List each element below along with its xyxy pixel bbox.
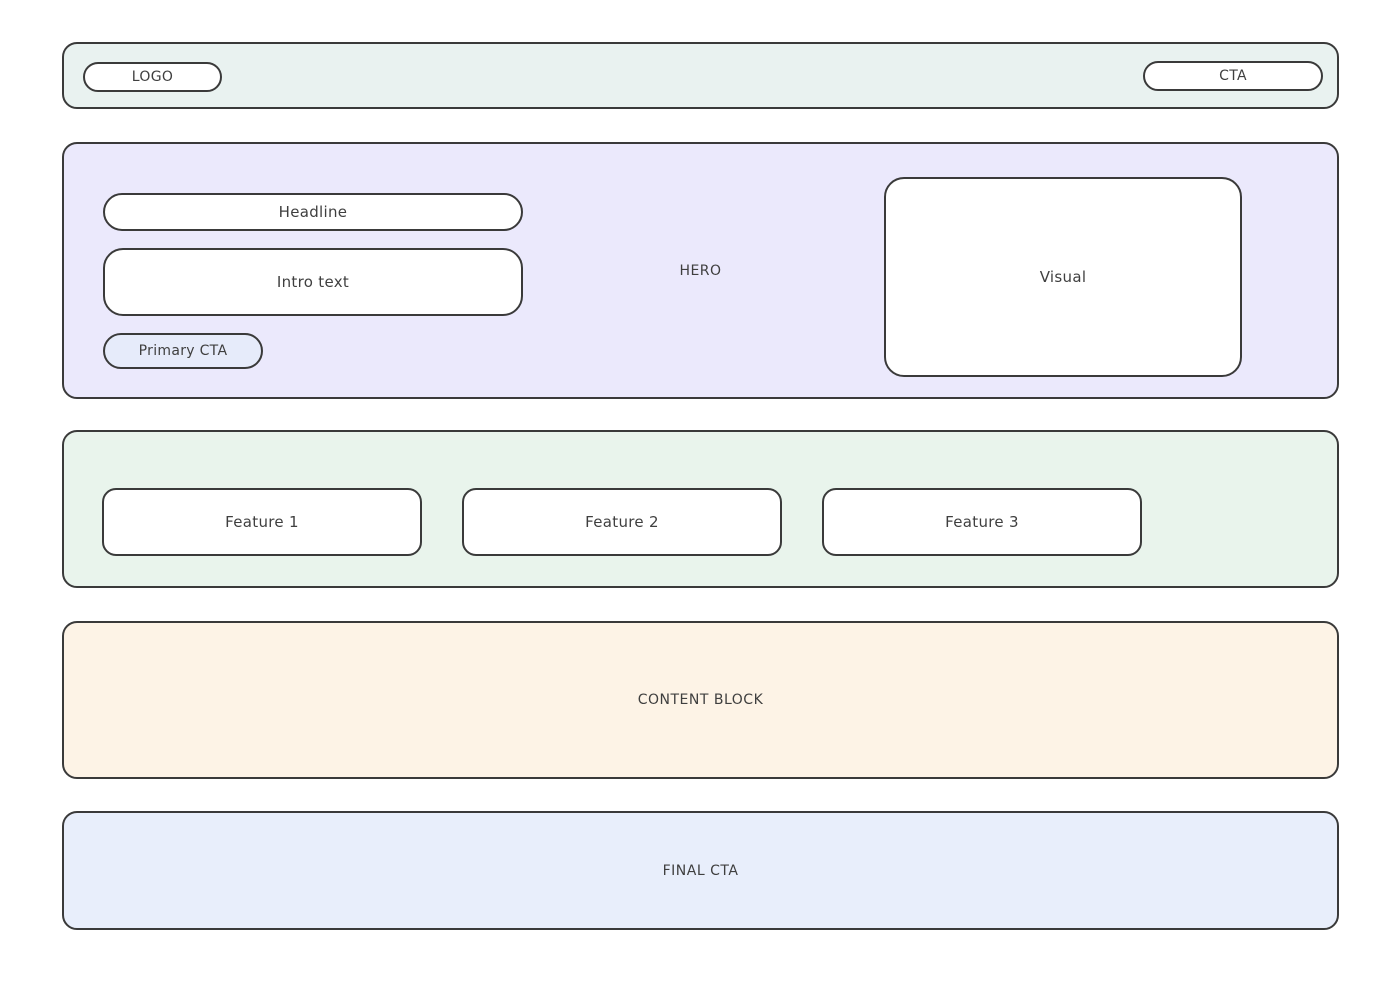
logo-pill[interactable]: LOGO bbox=[83, 62, 222, 92]
headline-placeholder: Headline bbox=[103, 193, 523, 231]
feature-card-2: Feature 2 bbox=[462, 488, 782, 556]
visual-placeholder: Visual bbox=[884, 177, 1242, 377]
features-section: Feature 1 Feature 2 Feature 3 bbox=[62, 430, 1339, 588]
content-block-section: CONTENT BLOCK bbox=[62, 621, 1339, 779]
final-cta-label: FINAL CTA bbox=[662, 862, 739, 879]
final-cta-section[interactable]: FINAL CTA bbox=[62, 811, 1339, 930]
feature-card-1: Feature 1 bbox=[102, 488, 422, 556]
top-bar: LOGO CTA bbox=[62, 42, 1339, 109]
primary-cta-button[interactable]: Primary CTA bbox=[103, 333, 263, 369]
hero-section-label: HERO bbox=[679, 263, 722, 279]
feature-card-3: Feature 3 bbox=[822, 488, 1142, 556]
header-cta-button[interactable]: CTA bbox=[1143, 61, 1323, 91]
intro-text-placeholder: Intro text bbox=[103, 248, 523, 316]
hero-section: Headline Intro text Primary CTA HERO Vis… bbox=[62, 142, 1339, 399]
content-block-label: CONTENT BLOCK bbox=[637, 692, 764, 708]
